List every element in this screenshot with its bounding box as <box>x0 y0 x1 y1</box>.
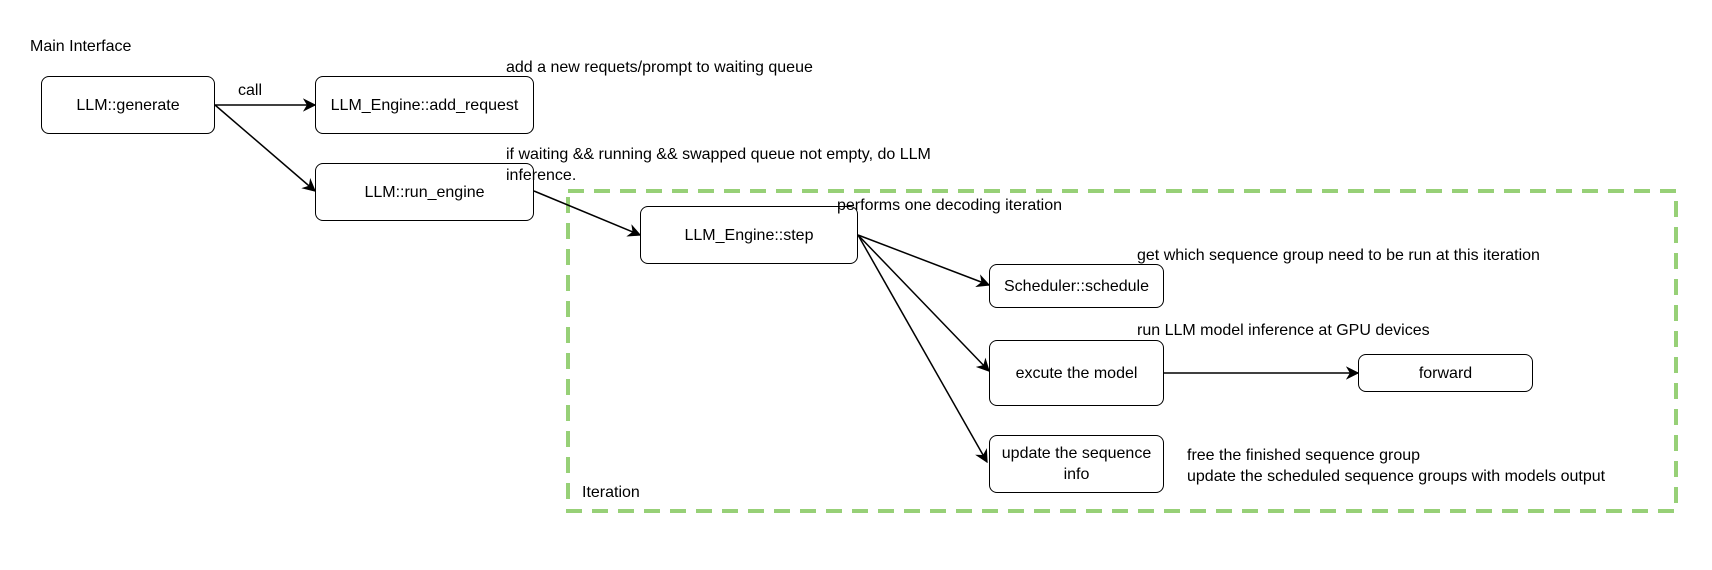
edge-step-to-schedule <box>857 234 991 287</box>
node-forward-label: forward <box>1418 364 1473 382</box>
node-run-engine-label: LLM::run_engine <box>364 183 485 201</box>
call-edge-label: call <box>238 82 263 99</box>
node-add-request[interactable]: LLM_Engine::add_request <box>315 76 534 134</box>
main-interface-label: Main Interface <box>30 38 132 55</box>
iteration-region <box>566 189 1678 513</box>
edge-step-to-update <box>857 234 988 464</box>
node-execute-model-label: excute the model <box>1015 364 1138 382</box>
note-run-engine-line2: inference. <box>506 167 577 184</box>
node-update-sequence-info[interactable]: update the sequence info <box>989 435 1164 493</box>
node-engine-step[interactable]: LLM_Engine::step <box>640 206 858 264</box>
note-step: performs one decoding iteration <box>837 197 1063 214</box>
note-update-line2: update the scheduled sequence groups wit… <box>1187 468 1606 485</box>
node-execute-model[interactable]: excute the model <box>989 340 1164 406</box>
edge-run-engine-to-step <box>533 190 642 237</box>
edge-generate-to-run-engine <box>214 104 317 192</box>
iteration-label: Iteration <box>582 484 640 501</box>
note-run-engine-line1: if waiting && running && swapped queue n… <box>506 146 931 163</box>
node-update-sequence-info-label: update the sequence info <box>1001 445 1152 483</box>
note-add-request: add a new requets/prompt to waiting queu… <box>506 59 813 76</box>
node-add-request-label: LLM_Engine::add_request <box>330 96 519 114</box>
note-schedule: get which sequence group need to be run … <box>1137 247 1540 264</box>
node-forward[interactable]: forward <box>1358 354 1533 392</box>
node-llm-generate-label: LLM::generate <box>76 96 180 114</box>
node-scheduler-schedule[interactable]: Scheduler::schedule <box>989 264 1164 308</box>
node-scheduler-schedule-label: Scheduler::schedule <box>1004 277 1149 295</box>
node-llm-generate[interactable]: LLM::generate <box>41 76 215 134</box>
node-run-engine[interactable]: LLM::run_engine <box>315 163 534 221</box>
node-engine-step-label: LLM_Engine::step <box>684 226 814 244</box>
note-execute: run LLM model inference at GPU devices <box>1137 322 1430 339</box>
note-update-line1: free the finished sequence group <box>1187 447 1421 464</box>
edge-step-to-execute <box>857 234 990 372</box>
